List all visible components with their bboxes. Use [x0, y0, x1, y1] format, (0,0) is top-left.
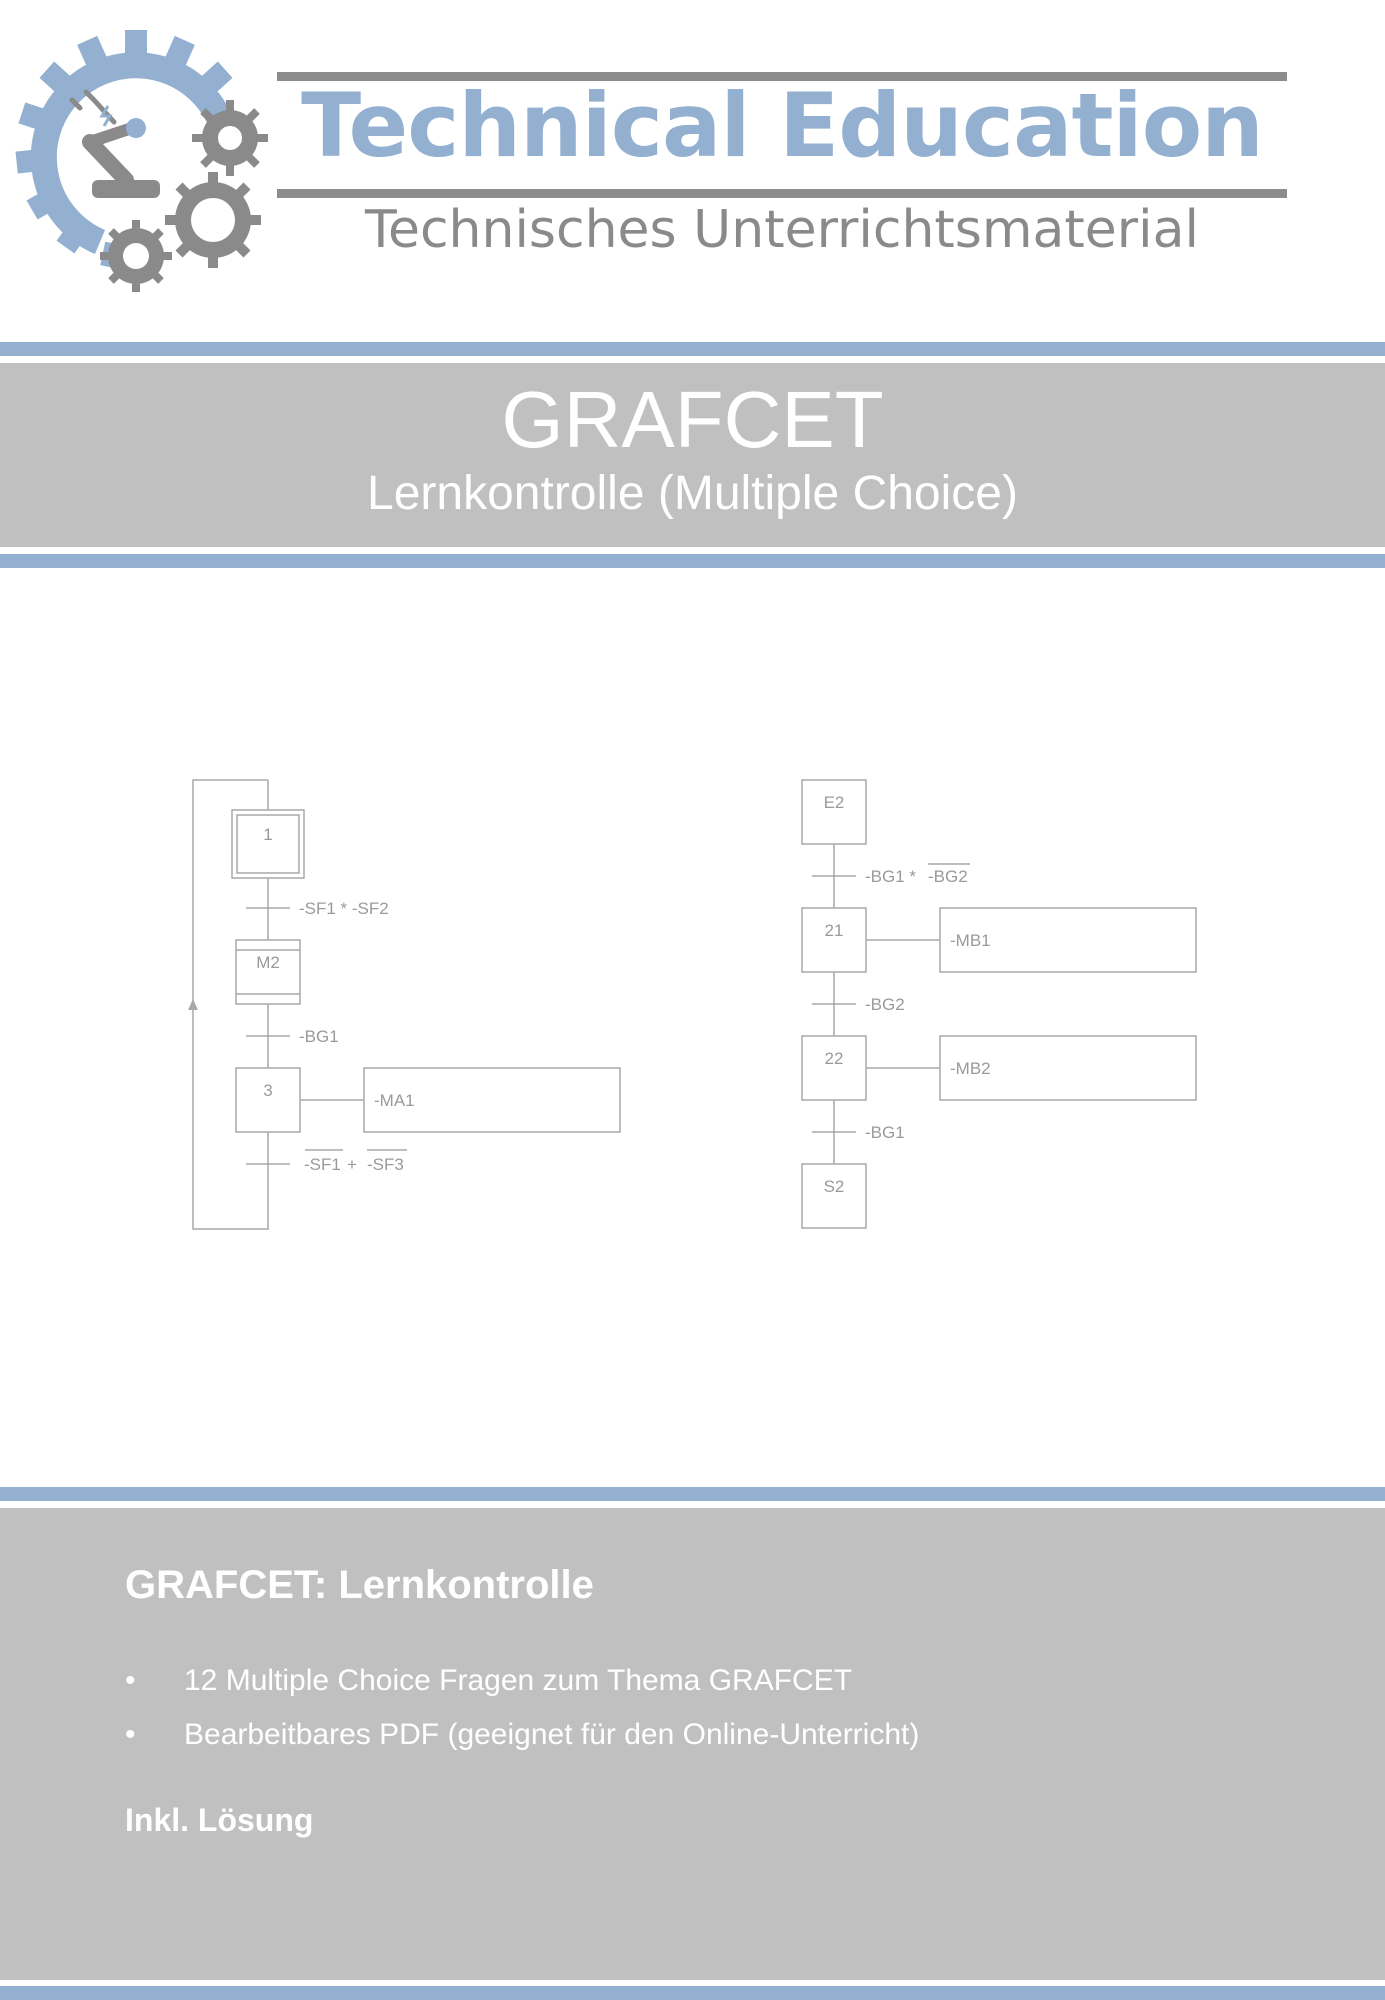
- step-label: S2: [824, 1177, 845, 1196]
- info-heading: GRAFCET: Lernkontrolle: [125, 1563, 594, 1607]
- title-banner: [0, 363, 1385, 547]
- action-label: -MB2: [950, 1059, 991, 1078]
- step-label: 3: [263, 1081, 272, 1100]
- macro-step-m2: [235, 939, 301, 1005]
- transition-label: -BG2: [928, 867, 968, 886]
- transition-label: -SF1: [304, 1155, 341, 1174]
- accent-stripe: [0, 1986, 1385, 2000]
- list-item-text: 12 Multiple Choice Fragen zum Thema GRAF…: [184, 1664, 853, 1697]
- transition-label: -SF3: [367, 1155, 404, 1174]
- list-item-text: Bearbeitbares PDF (geeignet für den Onli…: [184, 1718, 920, 1751]
- step-label: 1: [263, 825, 272, 844]
- transition-operator: +: [347, 1155, 357, 1174]
- header-rule-top: [277, 72, 1287, 81]
- page-subtitle: Lernkontrolle (Multiple Choice): [367, 467, 1018, 520]
- step-label: E2: [824, 793, 845, 812]
- transition-label: -BG1 *: [865, 867, 916, 886]
- step-s2: [801, 1163, 867, 1229]
- step-3: [235, 1067, 301, 1133]
- grafcet-left: [188, 779, 621, 1230]
- grafcet-right: [801, 779, 1197, 1229]
- step-label: 21: [825, 921, 844, 940]
- action-ma1: [363, 1067, 621, 1133]
- transition-label: -SF1 * -SF2: [299, 899, 389, 918]
- gear-icon: [100, 220, 172, 292]
- brand-subtitle: Technisches Unterrichtsmaterial: [365, 200, 1199, 260]
- brand-title: Technical Education: [301, 74, 1264, 177]
- step-label: M2: [256, 953, 280, 972]
- bullet-icon: •: [125, 1664, 136, 1697]
- step-label: 22: [825, 1049, 844, 1068]
- step-22: [801, 1035, 867, 1101]
- return-arrow-icon: [188, 999, 198, 1010]
- action-mb1: [939, 907, 1197, 973]
- initial-step-1: [231, 809, 305, 879]
- transition-label: -BG2: [865, 995, 905, 1014]
- step-21: [801, 907, 867, 973]
- gear-icon: [165, 172, 261, 268]
- accent-stripe: [0, 554, 1385, 568]
- step-e2: [801, 779, 867, 845]
- accent-stripe: [0, 342, 1385, 356]
- robot-arm-icon: [69, 89, 160, 198]
- transition-label: -BG1: [865, 1123, 905, 1142]
- robot-arm-gears-logo: [15, 30, 268, 292]
- bullet-icon: •: [125, 1718, 136, 1751]
- page-title: GRAFCET: [501, 375, 884, 464]
- transition-label: -BG1: [299, 1027, 339, 1046]
- header-rule-bottom: [277, 189, 1287, 198]
- gear-icon: [192, 100, 268, 176]
- action-label: -MA1: [374, 1091, 415, 1110]
- accent-stripe: [0, 1487, 1385, 1501]
- action-label: -MB1: [950, 931, 991, 950]
- grafcet-diagram: 1 M2 3 -SF1 * -SF2 -BG1 -SF1 + -SF3 -MA1…: [188, 779, 1197, 1230]
- action-mb2: [939, 1035, 1197, 1101]
- info-panel: [0, 1508, 1385, 1980]
- info-footer: Inkl. Lösung: [125, 1802, 314, 1838]
